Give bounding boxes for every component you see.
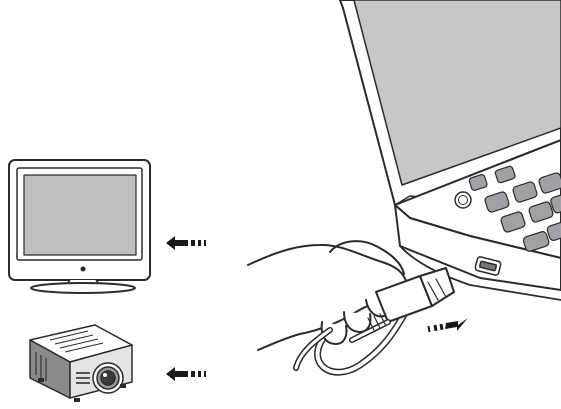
hand-with-cable <box>248 241 454 372</box>
laptop-icon <box>340 0 561 300</box>
monitor-icon <box>9 160 150 293</box>
arrow-to-monitor <box>166 236 206 250</box>
projector-icon <box>30 325 132 402</box>
arrow-to-projector <box>166 367 206 381</box>
arrow-to-laptop-port <box>427 318 468 332</box>
